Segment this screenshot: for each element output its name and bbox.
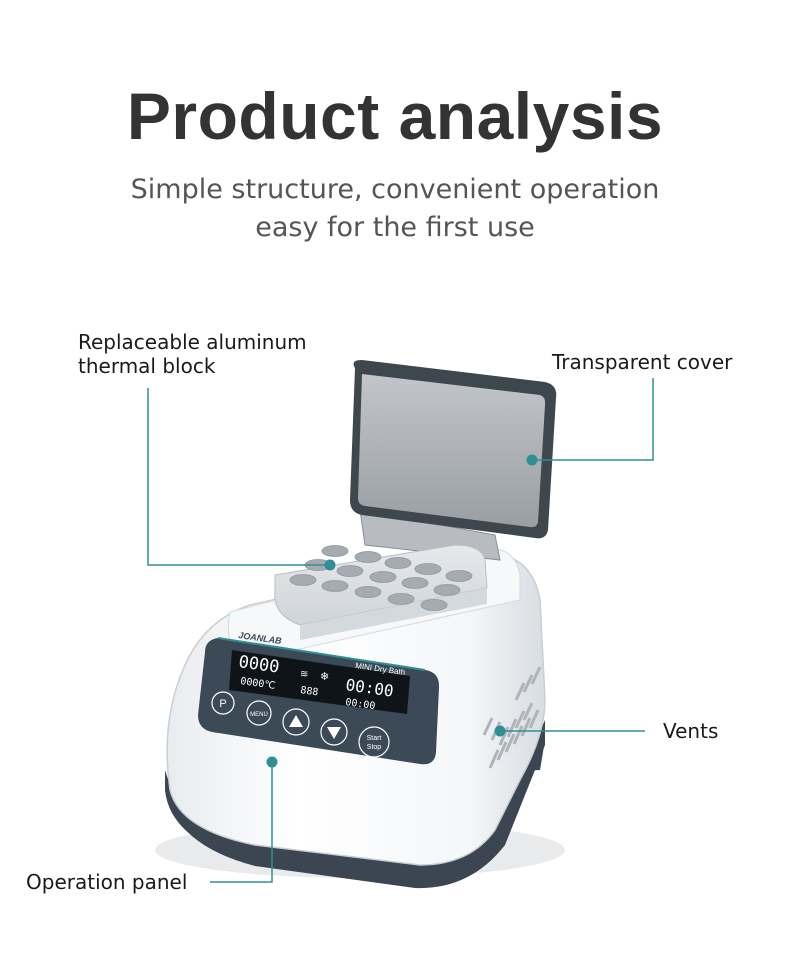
callout-vents: Vents: [663, 719, 719, 743]
subtitle-line-1: Simple structure, convenient operation: [130, 174, 660, 205]
button-up[interactable]: [282, 708, 310, 736]
callout-dots: [266, 454, 538, 768]
callout-thermal-block: Replaceable aluminum thermal block: [78, 330, 307, 378]
arrow-up-icon: [289, 715, 303, 727]
button-start-stop[interactable]: Start Stop: [358, 726, 390, 758]
cool-icon: ❄: [320, 670, 329, 683]
display-temp-small: 0000℃: [240, 676, 276, 692]
button-menu[interactable]: MENU: [246, 700, 272, 726]
button-p[interactable]: P: [211, 691, 235, 715]
svg-text:P: P: [219, 698, 226, 710]
callout-operation-panel: Operation panel: [26, 870, 188, 894]
thermal-block-wells: [289, 545, 473, 611]
display-time-small: 00:00: [345, 697, 376, 712]
side-vents: [482, 666, 542, 769]
svg-text:Start: Start: [367, 735, 382, 742]
arrow-down-icon: [327, 727, 341, 739]
svg-text:Stop: Stop: [367, 744, 382, 751]
page-title: Product analysis: [126, 79, 664, 153]
button-down[interactable]: [320, 718, 348, 746]
subtitle-line-2: easy for the first use: [255, 212, 535, 243]
heat-icon: ≋: [300, 669, 308, 680]
display-screen: [229, 650, 410, 714]
svg-text:MENU: MENU: [250, 712, 268, 718]
display-mid: 888: [300, 685, 319, 698]
callout-transparent-cover: Transparent cover: [552, 350, 733, 374]
callout-lines: [147, 378, 654, 883]
